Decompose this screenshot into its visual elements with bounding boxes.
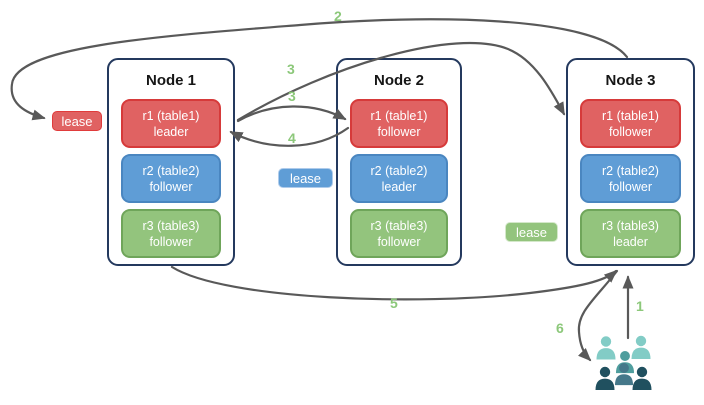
replica-role: follower: [608, 124, 653, 139]
arrow-3-replicate-to-node2: [236, 105, 347, 123]
replica-name: r2 (table2): [370, 163, 428, 178]
node-3: Node 3 r1 (table1) follower r2 (table2) …: [566, 58, 695, 266]
replica-name: r2 (table2): [602, 163, 659, 178]
arrow-label-2: 2: [334, 8, 342, 24]
node-3-title: Node 3: [605, 72, 656, 89]
replica-name: r1 (table1): [602, 108, 659, 123]
lease-badge-blue: lease: [278, 168, 333, 188]
arrow-label-6: 6: [556, 320, 564, 336]
replica-name: r1 (table1): [142, 108, 200, 123]
replica-role: leader: [613, 234, 648, 249]
arrow-label-4: 4: [288, 130, 296, 146]
arrow-label-3a: 3: [287, 61, 295, 77]
replica-role: follower: [377, 124, 421, 139]
lease-badge-green: lease: [505, 222, 558, 242]
replica-role: follower: [377, 234, 421, 249]
replica-name: r2 (table2): [142, 163, 200, 178]
lease-badge-red: lease: [52, 111, 102, 131]
node3-replica-r3: r3 (table3) leader: [580, 209, 681, 258]
replica-role: leader: [153, 124, 189, 139]
replica-name: r3 (table3): [602, 218, 659, 233]
node1-replica-r3: r3 (table3) follower: [121, 209, 221, 258]
node3-replica-r1: r1 (table1) follower: [580, 99, 681, 148]
users-icon: [595, 335, 652, 390]
node-2-title: Node 2: [373, 72, 424, 89]
replica-role: follower: [608, 179, 653, 194]
node3-replica-r2: r2 (table2) follower: [580, 154, 681, 203]
replica-name: r3 (table3): [370, 218, 428, 233]
node2-replica-r3: r3 (table3) follower: [350, 209, 448, 258]
arrow-6-response-to-client: [577, 269, 619, 362]
arrow-label-3b: 3: [288, 88, 296, 104]
node-1-title: Node 1: [145, 72, 196, 89]
arrow-label-1: 1: [636, 298, 644, 314]
replica-role: follower: [149, 234, 193, 249]
node1-replica-r2: r2 (table2) follower: [121, 154, 221, 203]
arrow-label-5: 5: [390, 295, 398, 311]
replica-role: follower: [149, 179, 193, 194]
node-1: Node 1 r1 (table1) leader r2 (table2) fo…: [107, 58, 235, 266]
node2-replica-r2: r2 (table2) leader: [350, 154, 448, 203]
replica-role: leader: [381, 179, 417, 194]
replica-name: r3 (table3): [142, 218, 200, 233]
arrow-2-lease-transfer: [10, 18, 629, 121]
node1-replica-r1: r1 (table1) leader: [121, 99, 221, 148]
replica-name: r1 (table1): [370, 108, 428, 123]
node-2: Node 2 r1 (table1) follower r2 (table2) …: [336, 58, 462, 266]
node2-replica-r1: r1 (table1) follower: [350, 99, 448, 148]
